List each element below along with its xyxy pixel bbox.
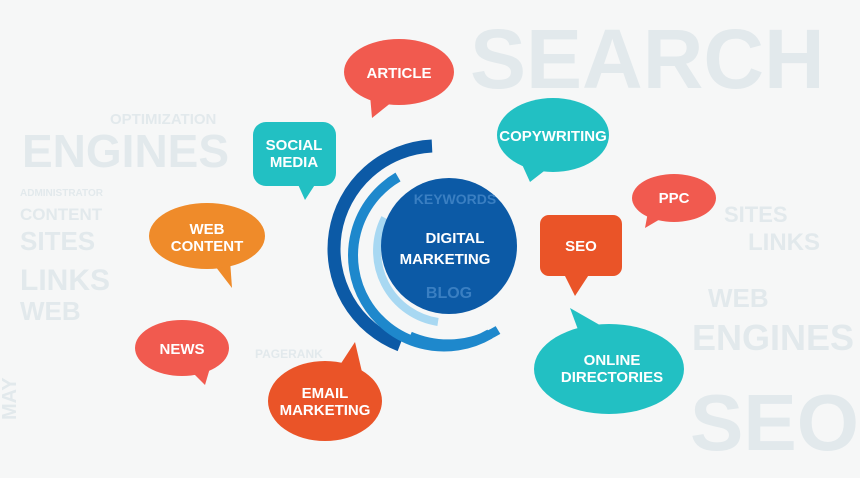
center-circle [381, 178, 517, 314]
bottom-arc [408, 326, 501, 349]
center-title-line2: MARKETING [400, 251, 491, 268]
bg-word: ENGINES [22, 125, 229, 177]
bg-word: WEB [708, 283, 769, 313]
bubble-email-marketing: EMAIL MARKETING [268, 342, 382, 441]
bg-word: ADMINISTRATOR [20, 188, 104, 199]
inner-arc [373, 216, 439, 326]
svg-text:SEO: SEO [565, 238, 597, 255]
bg-word-blog: BLOG [426, 285, 472, 302]
svg-text:ARTICLE: ARTICLE [367, 65, 432, 82]
bubble-copywriting: COPYWRITING [497, 98, 609, 182]
svg-text:SOCIAL: SOCIAL [266, 137, 323, 154]
bg-word: WEB [20, 296, 81, 326]
svg-text:DIRECTORIES: DIRECTORIES [561, 369, 663, 386]
svg-text:COPYWRITING: COPYWRITING [499, 128, 607, 145]
svg-text:NEWS: NEWS [160, 341, 205, 358]
svg-text:EMAIL: EMAIL [302, 385, 349, 402]
bg-word: LINKS [748, 229, 820, 256]
svg-text:ONLINE: ONLINE [584, 352, 641, 369]
svg-text:WEB: WEB [190, 221, 225, 238]
svg-text:MEDIA: MEDIA [270, 154, 319, 171]
bubble-online-directories: ONLINE DIRECTORIES [534, 308, 684, 414]
bubble-web-content: WEB CONTENT [149, 203, 265, 288]
bg-word: MAY [0, 377, 21, 420]
svg-text:CONTENT: CONTENT [171, 238, 244, 255]
bubble-seo: SEO [540, 215, 622, 296]
center-hub: KEYWORDS BLOG DIGITAL MARKETING [327, 139, 517, 352]
bg-word: LINKS [20, 264, 110, 297]
bg-word: SEO [690, 378, 859, 467]
background-word-cloud: SEARCH ENGINES SEO SITES LINKS WEB OPTIM… [0, 12, 859, 467]
bg-word: PAGERANK [255, 347, 323, 361]
outer-arc [327, 139, 433, 352]
bg-word: SITES [724, 202, 788, 227]
svg-text:PPC: PPC [659, 190, 690, 207]
bg-word: SEARCH [470, 12, 825, 106]
bg-word: SITES [20, 226, 95, 256]
bubble-news: NEWS [135, 320, 229, 385]
svg-text:MARKETING: MARKETING [280, 402, 371, 419]
bubble-article: ARTICLE [344, 39, 454, 118]
center-title-line1: DIGITAL [426, 230, 485, 247]
bubble-ppc: PPC [632, 174, 716, 228]
bubble-social-media: SOCIAL MEDIA [253, 122, 336, 200]
bg-word: ENGINES [692, 317, 854, 358]
bg-word-keywords: KEYWORDS [414, 191, 496, 207]
bg-word: OPTIMIZATION [110, 111, 216, 128]
bg-word: CONTENT [20, 205, 103, 224]
